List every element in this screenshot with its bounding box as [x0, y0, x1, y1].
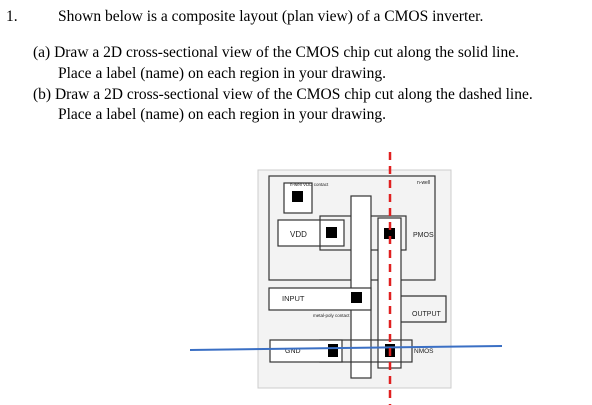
pmos-drain-contact [384, 228, 395, 239]
solid-cut-line [189, 345, 503, 351]
output-label: OUTPUT [412, 311, 442, 318]
input-label: INPUT [282, 294, 305, 303]
nmos-label: NMOS [414, 348, 434, 355]
nwell-contact-square [292, 191, 303, 202]
vdd-label: VDD [290, 230, 307, 239]
input-metal [268, 287, 372, 311]
poly-gate [350, 195, 372, 379]
vdd-contact-square [326, 227, 337, 238]
gnd-label: GND [285, 348, 301, 355]
metal-poly-contact-label: metal-poly contact [313, 313, 350, 318]
part-a-line-1: (a) Draw a 2D cross-sectional view of th… [33, 44, 519, 61]
gnd-contact-square [328, 344, 338, 357]
output-metal-horizontal [401, 295, 447, 323]
part-b-line-1: (b) Draw a 2D cross-sectional view of th… [33, 86, 533, 103]
gnd-metal [269, 339, 343, 363]
pmos-label: PMOS [413, 232, 434, 239]
problem-intro: Shown below is a composite layout (plan … [58, 8, 484, 25]
problem-number: 1. [6, 8, 18, 25]
nwell-vdd-contact-label: n-well VDD contact [290, 182, 329, 187]
metal-poly-contact-square [351, 292, 362, 303]
part-b-line-2: Place a label (name) on each region in y… [58, 106, 386, 123]
nwell-label: n-well [417, 180, 430, 186]
part-a-line-2: Place a label (name) on each region in y… [58, 65, 386, 82]
